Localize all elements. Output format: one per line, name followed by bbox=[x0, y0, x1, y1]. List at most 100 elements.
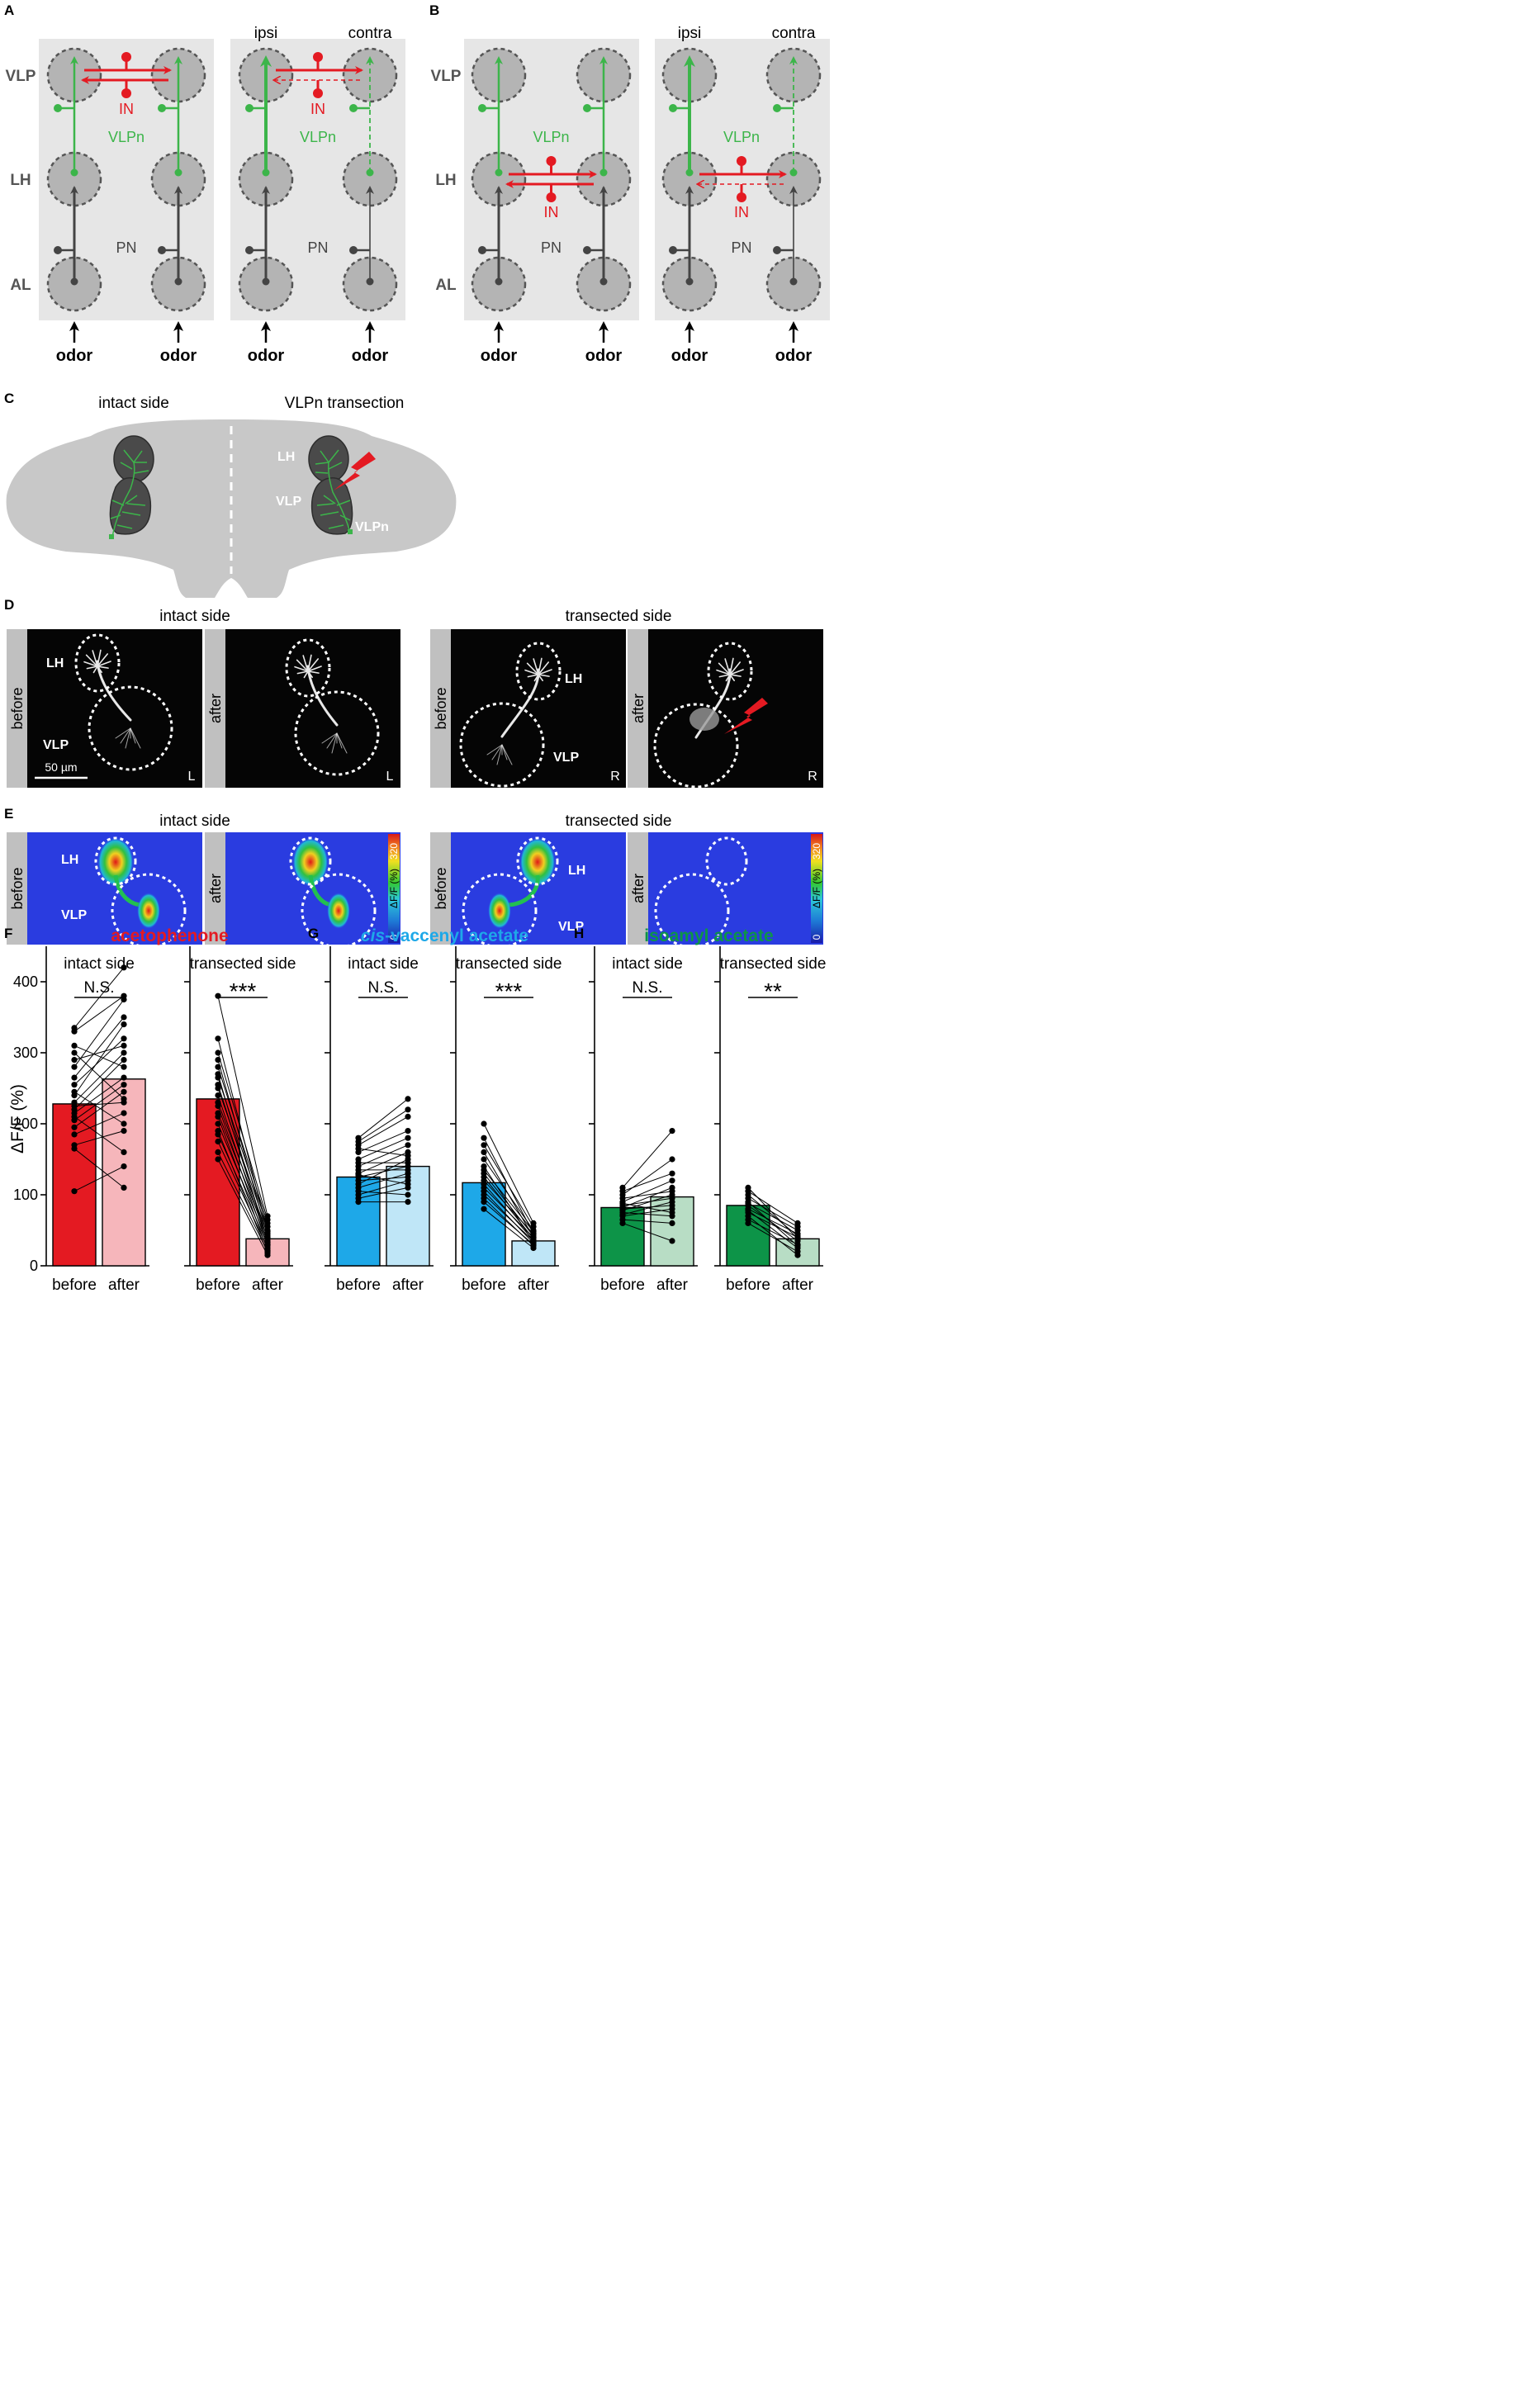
vlpn-dendrite-dot bbox=[174, 168, 182, 177]
pn-soma bbox=[583, 246, 591, 254]
image-side-tab bbox=[205, 832, 225, 945]
panel-letter-h: H bbox=[574, 926, 584, 941]
paired-line bbox=[73, 1130, 125, 1146]
condition-label: after bbox=[630, 694, 647, 723]
point-before bbox=[71, 1042, 78, 1049]
point-after bbox=[121, 1035, 127, 1042]
paired-line bbox=[73, 1166, 125, 1192]
point-after bbox=[121, 1049, 127, 1056]
point-before bbox=[71, 1025, 78, 1031]
image-side-tab bbox=[628, 832, 648, 945]
point-before bbox=[215, 1049, 221, 1056]
vlp-branch-signal bbox=[120, 727, 131, 744]
region-label-lh: LH bbox=[435, 172, 456, 189]
significance-label: N.S. bbox=[633, 979, 663, 997]
paired-line bbox=[483, 1183, 534, 1241]
lh-dendrite-signal bbox=[302, 655, 309, 672]
image-side-tab bbox=[430, 629, 451, 788]
lh-dendrite-signal bbox=[538, 661, 550, 675]
panel-letter-f: F bbox=[4, 926, 12, 941]
paired-line bbox=[622, 1205, 673, 1210]
lh-dendrite-signal bbox=[524, 669, 539, 675]
lh-dendrite-signal bbox=[527, 674, 539, 678]
pn-soma bbox=[158, 246, 166, 254]
paired-line bbox=[217, 1134, 268, 1245]
point-after bbox=[794, 1252, 801, 1258]
point-before bbox=[215, 1149, 221, 1155]
paired-line bbox=[483, 1197, 534, 1247]
lh-dendrite-signal bbox=[538, 669, 552, 675]
contra-label: contra bbox=[772, 25, 816, 42]
point-after bbox=[669, 1209, 675, 1216]
point-after bbox=[669, 1195, 675, 1201]
lh-dendrite-signal bbox=[307, 654, 312, 672]
point-after bbox=[405, 1096, 411, 1102]
paired-line bbox=[483, 1137, 534, 1234]
point-before bbox=[215, 1120, 221, 1127]
paired-line bbox=[73, 1045, 125, 1068]
point-after bbox=[121, 1042, 127, 1049]
paired-line bbox=[622, 1180, 673, 1203]
paired-line bbox=[73, 995, 125, 1032]
vlp-roi bbox=[111, 873, 187, 949]
paired-line bbox=[622, 1202, 673, 1213]
paired-line bbox=[217, 1116, 268, 1251]
region-label-vlp: VLP bbox=[6, 68, 36, 85]
point-before bbox=[215, 1156, 221, 1163]
point-before bbox=[71, 1074, 78, 1081]
point-before bbox=[215, 1128, 221, 1135]
bar-after bbox=[102, 1078, 146, 1267]
d-intact-title: intact side bbox=[159, 608, 230, 625]
point-after bbox=[121, 1120, 127, 1127]
point-before bbox=[481, 1156, 487, 1163]
vlpn-dendrite-dot bbox=[262, 168, 270, 177]
lh-roi bbox=[707, 642, 753, 701]
grayscale-image bbox=[27, 629, 202, 788]
point-before bbox=[481, 1163, 487, 1170]
paired-line bbox=[747, 1210, 798, 1248]
point-after bbox=[405, 1173, 411, 1181]
paired-line bbox=[73, 1038, 125, 1086]
point-after bbox=[121, 1088, 127, 1095]
vlpn-soma bbox=[773, 104, 781, 112]
point-after bbox=[405, 1167, 411, 1173]
paired-line bbox=[747, 1194, 798, 1237]
lh-roi bbox=[289, 836, 332, 886]
region-label-al: AL bbox=[435, 277, 457, 294]
chart-subtitle: transected side bbox=[190, 955, 296, 973]
vlp-branch-signal bbox=[501, 744, 513, 765]
paired-line bbox=[73, 1059, 125, 1111]
paired-line bbox=[217, 1130, 268, 1253]
paired-line bbox=[217, 1158, 268, 1256]
pn-soma bbox=[245, 246, 254, 254]
vlp-activity bbox=[327, 893, 350, 929]
paired-line bbox=[73, 1016, 125, 1078]
chart-title: isoamyl acetate bbox=[644, 926, 773, 945]
lh-dendrite-signal bbox=[85, 654, 98, 667]
vlp-roi bbox=[462, 873, 538, 949]
image-label-vlp: VLP bbox=[553, 751, 579, 765]
vlpn-soma bbox=[583, 104, 591, 112]
panel-letter-g: G bbox=[308, 926, 319, 941]
pn-dendrite-dot bbox=[70, 277, 78, 286]
lh-dendrite-signal bbox=[729, 674, 742, 677]
paired-line bbox=[622, 1219, 673, 1224]
vlp-branch-signal bbox=[321, 732, 338, 744]
paired-line bbox=[483, 1123, 534, 1224]
pn-soma bbox=[669, 246, 677, 254]
paired-line bbox=[358, 1177, 409, 1182]
grayscale-image bbox=[225, 629, 400, 788]
colorbar-max: 320 bbox=[811, 843, 822, 860]
vlpn-left-soma bbox=[109, 534, 114, 539]
point-before bbox=[71, 1124, 78, 1130]
point-after bbox=[794, 1235, 801, 1242]
bar-after bbox=[511, 1240, 556, 1267]
paired-line bbox=[747, 1201, 798, 1247]
laser-cut-icon bbox=[334, 452, 376, 490]
paired-line bbox=[217, 1152, 268, 1253]
vlpn-label: VLPn bbox=[300, 129, 336, 145]
paired-line bbox=[73, 1052, 125, 1103]
paired-line bbox=[73, 1091, 125, 1128]
